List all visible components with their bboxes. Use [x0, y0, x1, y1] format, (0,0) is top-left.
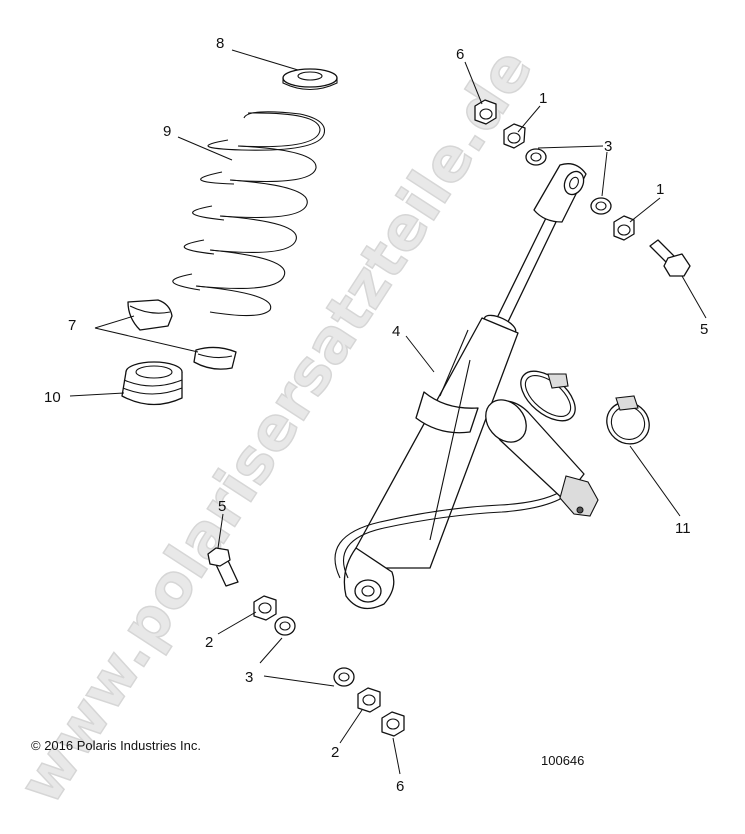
washer-part-3-right	[590, 197, 612, 215]
callout-3-upper: 3	[604, 138, 612, 155]
reservoir-hose-part	[334, 491, 563, 579]
callout-2-lower: 2	[331, 744, 339, 761]
spring-retainer-part	[282, 68, 338, 91]
callout-6-lower: 6	[396, 778, 404, 795]
bushing-part-1-right	[613, 215, 635, 241]
shock-reservoir-part	[485, 399, 599, 517]
bolt-part-5-lower	[207, 547, 239, 587]
figure-number: 100646	[541, 753, 585, 768]
washer-part-3-lower-b	[333, 667, 355, 687]
nut-part-6-upper	[474, 99, 497, 125]
callout-6-upper: 6	[456, 46, 464, 63]
washer-part-3-upper	[525, 148, 547, 166]
shock-absorber-part	[343, 163, 587, 610]
callout-8: 8	[216, 35, 224, 52]
hose-clamp-upper	[520, 370, 576, 422]
callout-1-upper: 1	[539, 90, 547, 107]
callout-7: 7	[68, 317, 76, 334]
callout-10: 10	[44, 389, 61, 406]
spring-seat-half-lower	[193, 346, 237, 370]
bolt-part-5-upper	[649, 239, 691, 277]
callout-2-upper: 2	[205, 634, 213, 651]
washer-part-3-lower-a	[274, 616, 296, 636]
nut-part-6-lower	[381, 711, 405, 737]
callout-5-upper: 5	[700, 321, 708, 338]
leader-lines	[69, 49, 707, 775]
spring-coupler-part	[121, 361, 183, 406]
hose-clamp-lower	[606, 395, 650, 445]
callout-4: 4	[392, 323, 400, 340]
callout-3-lower: 3	[245, 669, 253, 686]
callout-1-right: 1	[656, 181, 664, 198]
coil-spring-part	[172, 111, 326, 317]
callout-9: 9	[163, 123, 171, 140]
bushing-part-2-lower	[357, 687, 381, 713]
copyright-notice: © 2016 Polaris Industries Inc.	[31, 738, 201, 753]
callout-5-lower: 5	[218, 498, 226, 515]
callout-11: 11	[675, 520, 691, 537]
bushing-part-2-upper	[253, 595, 277, 621]
spring-seat-half-upper	[127, 299, 173, 331]
